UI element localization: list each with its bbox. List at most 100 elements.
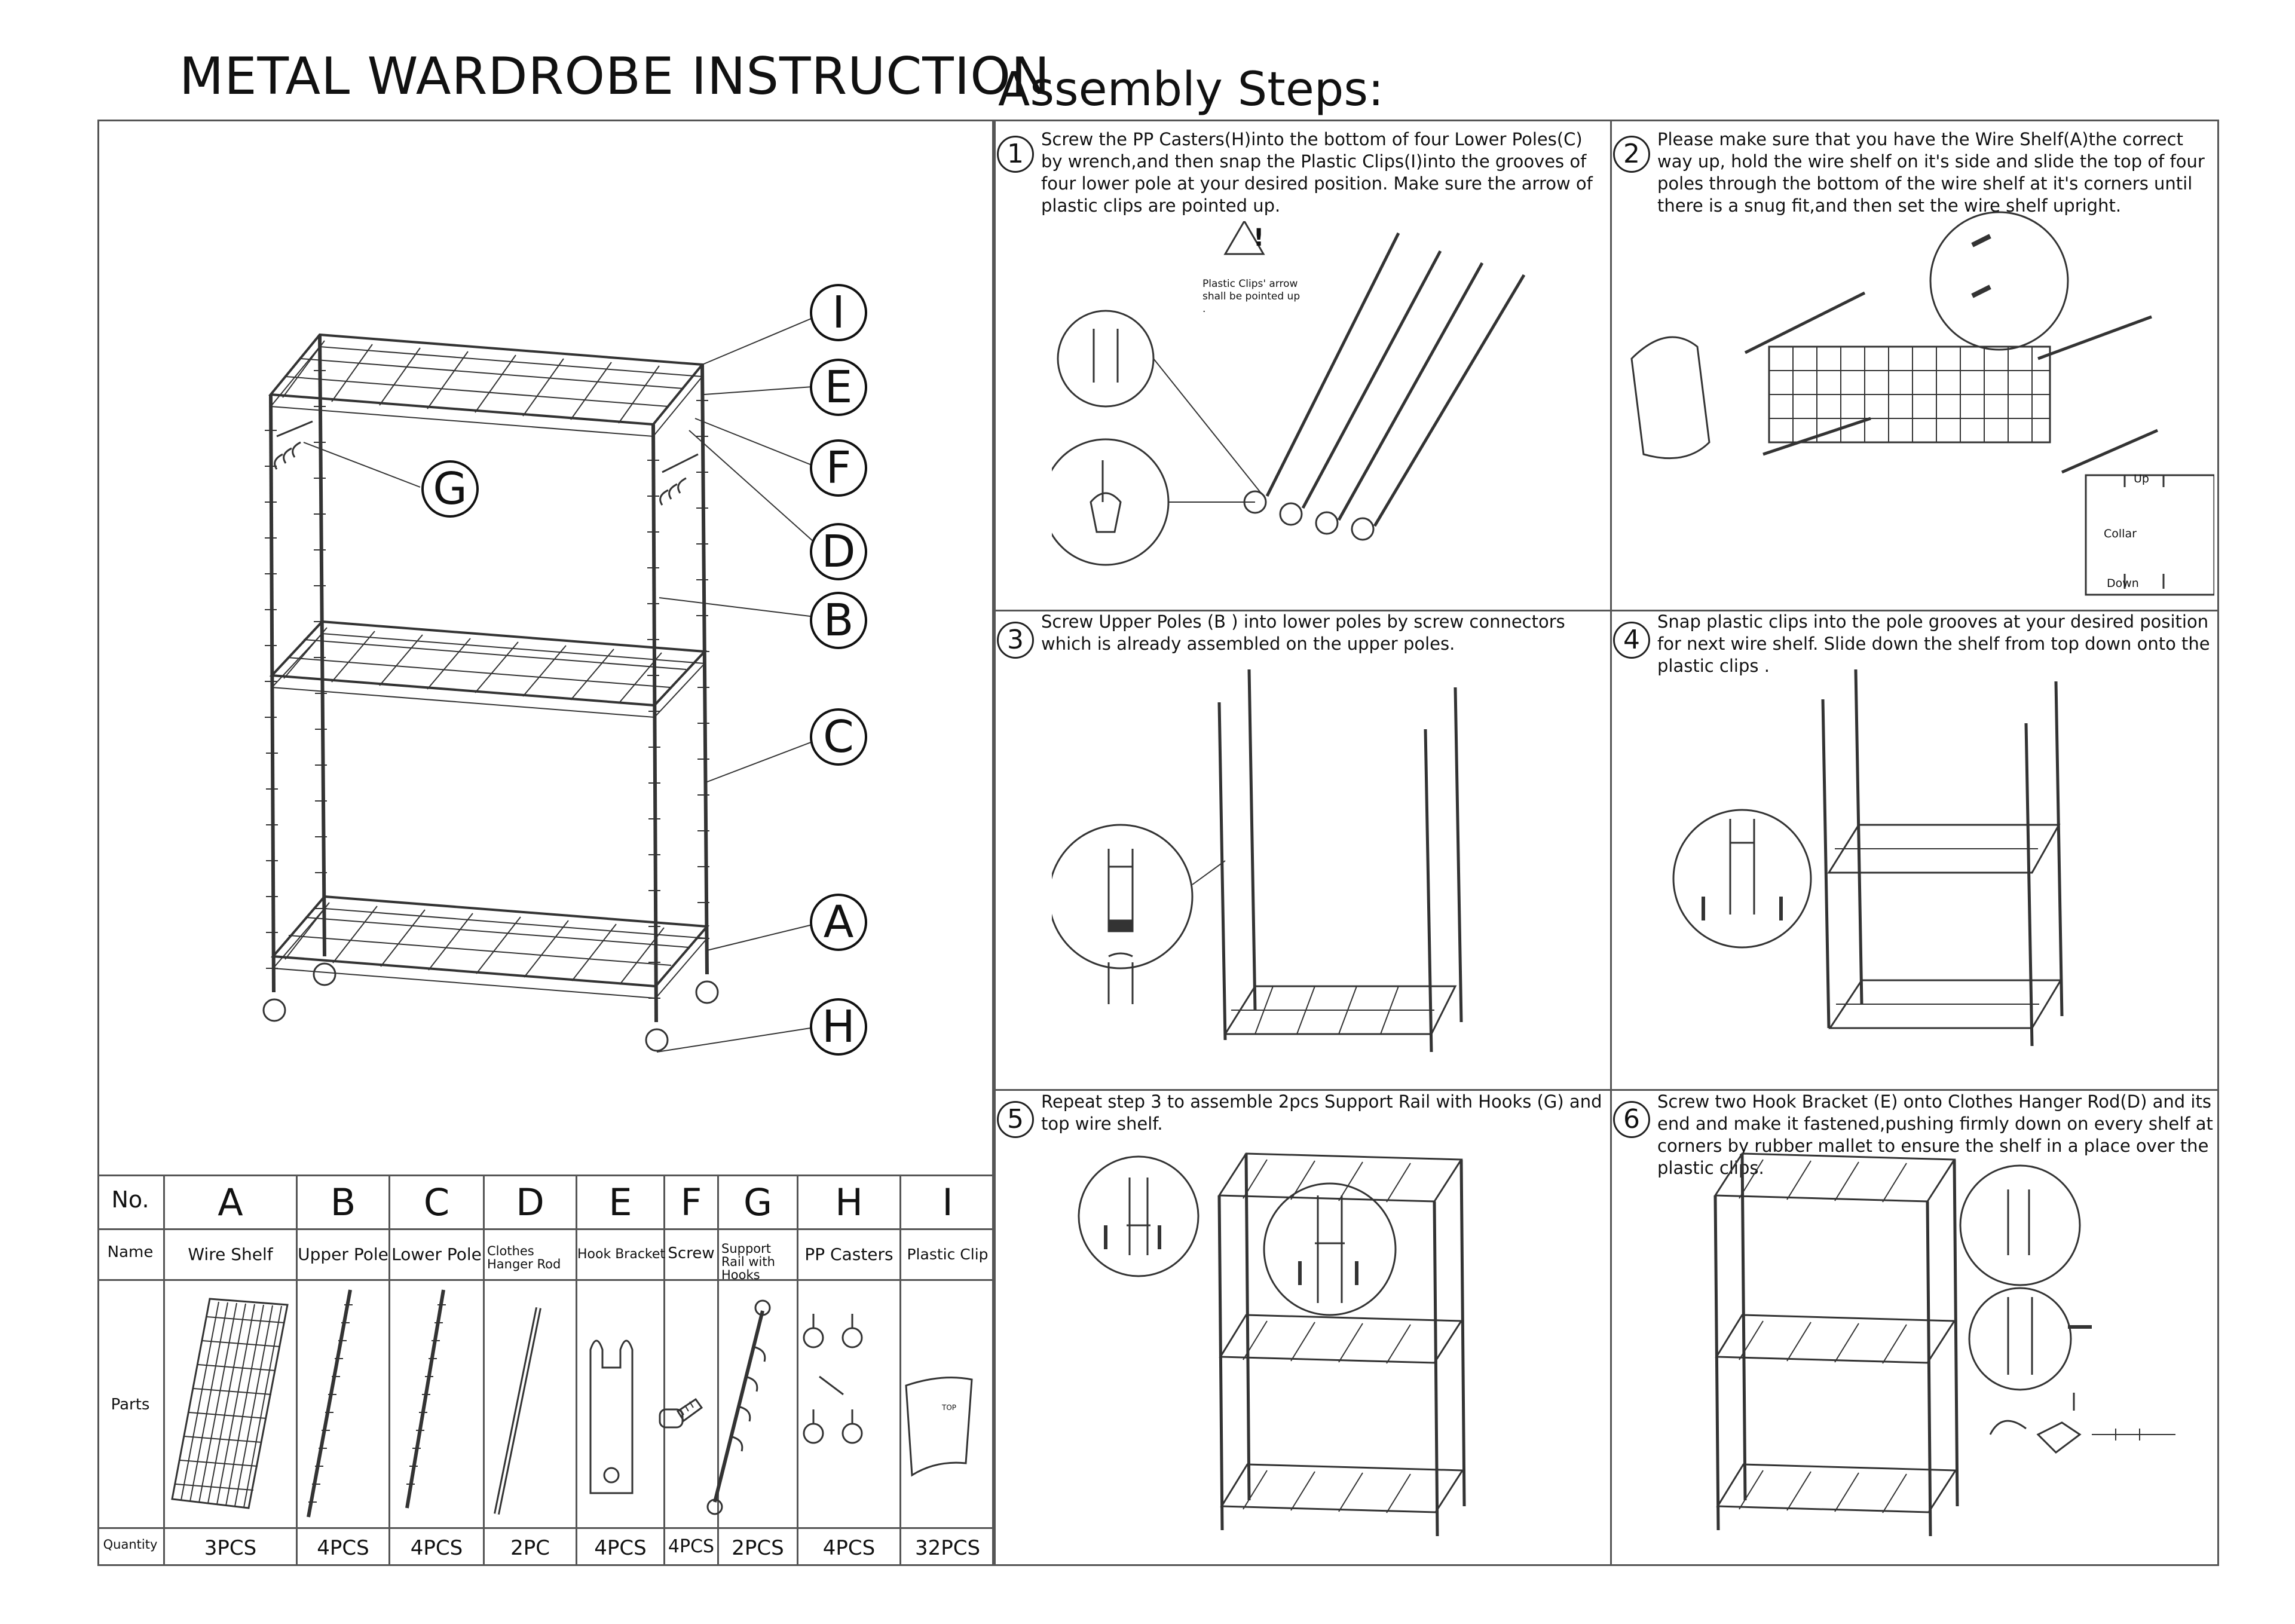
part-name: Lower Pole: [391, 1244, 482, 1264]
collar-label: Collar: [2104, 527, 2137, 540]
part-quantity: 4PCS: [822, 1536, 876, 1560]
screw-part-icon: [659, 1397, 703, 1429]
callout-E: E: [810, 359, 867, 416]
table-line: [97, 1527, 994, 1529]
table-line: [576, 1175, 577, 1566]
middle-shelf: [269, 620, 708, 718]
callout-B: B: [810, 592, 867, 649]
part-quantity: 2PC: [510, 1536, 550, 1560]
part-name: Screw: [668, 1244, 715, 1262]
steps-row-divider-2: [994, 1089, 2219, 1091]
casters-part-icon: [803, 1314, 863, 1444]
callout-C: C: [810, 708, 867, 766]
bottom-shelf: [270, 895, 710, 999]
step-instructions: Screw Upper Poles (B ) into lower poles …: [1041, 611, 1565, 654]
part-name: Plastic Clip: [907, 1246, 989, 1263]
part-quantity: 4PCS: [668, 1536, 715, 1557]
part-code: B: [330, 1180, 356, 1224]
table-line: [97, 1175, 994, 1176]
steps-row-divider-1: [994, 610, 2219, 611]
part-code: I: [942, 1180, 953, 1224]
warning-mark: !: [1253, 224, 1265, 252]
step-5-illustration: [1078, 1152, 1466, 1537]
poles: [269, 334, 709, 1023]
down-label: Down: [2107, 577, 2139, 590]
table-line: [97, 1279, 994, 1281]
table-line: [97, 1228, 994, 1230]
table-line: [296, 1175, 298, 1566]
step-instructions: Repeat step 3 to assemble 2pcs Support R…: [1041, 1091, 1602, 1134]
table-line: [797, 1175, 798, 1566]
part-quantity: 4PCS: [317, 1536, 369, 1560]
part-code: F: [680, 1180, 702, 1224]
table-line: [717, 1175, 719, 1566]
step-number: 1: [997, 136, 1034, 173]
table-line: [388, 1175, 390, 1566]
part-name: Upper Pole: [298, 1244, 388, 1264]
part-code: H: [835, 1180, 863, 1224]
parts-illustrations: [171, 1289, 973, 1518]
part-code: A: [218, 1180, 243, 1224]
part-quantity: 2PCS: [732, 1536, 784, 1560]
clip-warning-note: Plastic Clips' arrow shall be pointed up…: [1202, 278, 1300, 315]
part-name: Support Rail with Hooks: [721, 1241, 775, 1282]
table-line: [663, 1175, 665, 1566]
callout-leaders: [303, 310, 830, 1053]
wire-shelf-part-icon: [171, 1298, 289, 1509]
hanger-rod-part-icon: [494, 1307, 541, 1515]
step-4-illustration: [1672, 669, 2064, 1047]
row-label-no: No.: [111, 1186, 149, 1213]
part-code: G: [743, 1180, 773, 1224]
table-line: [483, 1175, 485, 1566]
part-quantity: 3PCS: [204, 1536, 257, 1560]
part-code: E: [608, 1180, 632, 1224]
callout-H: H: [810, 998, 867, 1056]
hook-rails: [274, 420, 699, 506]
part-quantity: 4PCS: [410, 1536, 463, 1560]
callout-I: I: [810, 284, 867, 341]
step-3-illustration: [1052, 669, 1463, 1053]
step-number: 3: [997, 622, 1034, 659]
part-quantity: 32PCS: [914, 1536, 981, 1560]
step-instructions: Screw the PP Casters(H)into the bottom o…: [1041, 129, 1593, 216]
steps-column-divider: [1610, 120, 1612, 1566]
part-name: Clothes Hanger Rod: [487, 1244, 561, 1271]
step-instructions: Screw two Hook Bracket (E) onto Clothes …: [1657, 1091, 2213, 1178]
step-instructions: Snap plastic clips into the pole grooves…: [1657, 611, 2210, 676]
lower-pole-part-icon: [405, 1289, 446, 1509]
row-label-parts: Parts: [111, 1396, 150, 1414]
step-2-illustration: [1630, 211, 2214, 596]
clip-label: TOP: [941, 1403, 956, 1412]
callout-D: D: [810, 523, 867, 580]
callout-G: G: [421, 460, 479, 518]
table-line: [899, 1175, 901, 1566]
step-number: 4: [1613, 622, 1650, 659]
step-number: 5: [997, 1101, 1034, 1138]
part-name: Wire Shelf: [188, 1244, 273, 1264]
hook-bracket-part-icon: [589, 1339, 634, 1494]
wardrobe-overview-drawing: [262, 310, 830, 1053]
assembly-steps-panel: [994, 120, 2219, 1566]
top-shelf: [268, 333, 705, 438]
row-label-quantity: Quantity: [103, 1537, 158, 1552]
part-name: PP Casters: [804, 1244, 893, 1264]
page-title: METAL WARDROBE INSTRUCTION: [179, 47, 1051, 106]
table-line: [163, 1175, 165, 1566]
step-1-illustration: [1052, 221, 1526, 566]
up-label: Up: [2134, 472, 2149, 485]
callout-F: F: [810, 439, 867, 497]
casters: [262, 962, 719, 1052]
row-label-name: Name: [107, 1243, 154, 1261]
step-instructions: Please make sure that you have the Wire …: [1657, 129, 2205, 216]
callout-A: A: [810, 894, 867, 951]
part-quantity: 4PCS: [594, 1536, 647, 1560]
step-number: 6: [1613, 1101, 1650, 1138]
plastic-clip-part-icon: [905, 1377, 973, 1477]
pole-grooves: [265, 370, 709, 999]
parts-overview-panel: [97, 120, 994, 1566]
assembly-steps-heading: Assembly Steps:: [998, 63, 1384, 117]
part-code: D: [516, 1180, 544, 1224]
support-rail-part-icon: [706, 1299, 771, 1515]
step-number: 2: [1613, 136, 1650, 173]
part-name: Hook Bracket: [577, 1247, 666, 1262]
